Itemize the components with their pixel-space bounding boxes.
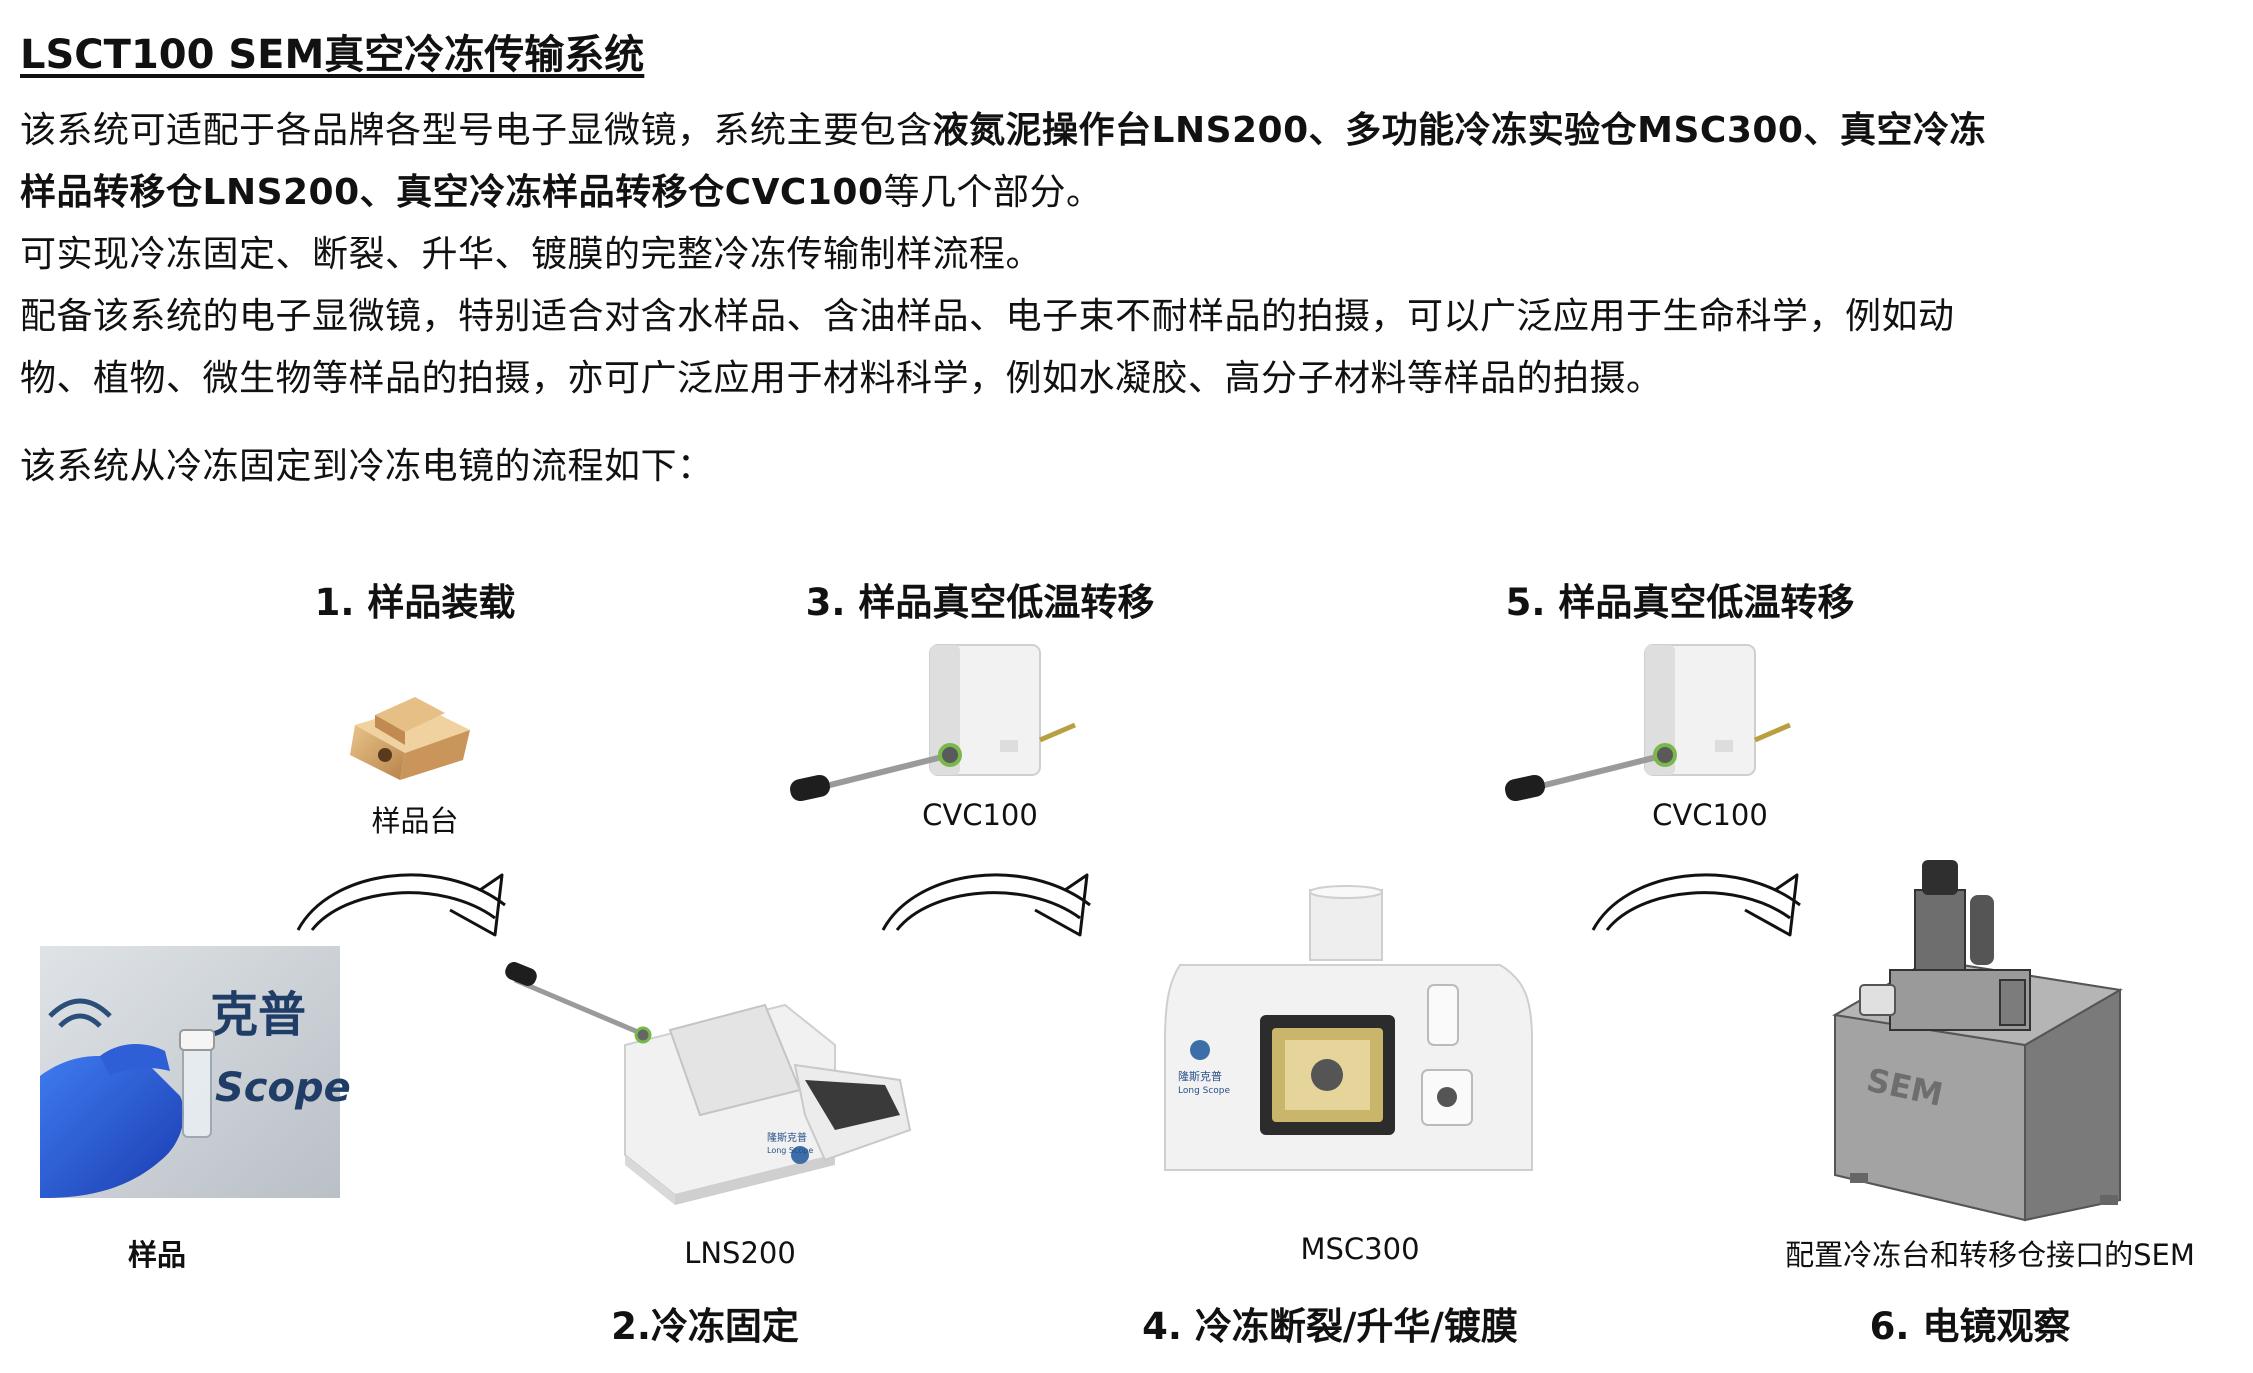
intro-line-4: 配备该系统的电子显微镜，特别适合对含水样品、含油样品、电子束不耐样品的拍摄，可以… <box>20 296 1955 337</box>
page-title: LSCT100 SEM真空冷冻传输系统 <box>20 32 645 78</box>
cvc100-device-a-image <box>790 644 1076 802</box>
sem-instrument-image: SEM <box>1832 860 2123 1222</box>
step-6-label: 6. 电镜观察 <box>1869 1305 2071 1348</box>
lns-brand-en: Long Scope <box>767 1146 813 1155</box>
caption-cvc100-b: CVC100 <box>1652 798 1768 832</box>
caption-sample-stage: 样品台 <box>371 804 459 838</box>
msc-brand-cn: 隆斯克普 <box>1178 1069 1222 1083</box>
logo-cn-text: 克普 <box>210 987 306 1043</box>
caption-lns200: LNS200 <box>684 1236 796 1270</box>
logo-en-text: Scope <box>215 1065 351 1111</box>
step-4-label: 4. 冷冻断裂/升华/镀膜 <box>1142 1305 1518 1348</box>
sample-stage-image <box>350 697 470 780</box>
step-3-label: 3. 样品真空低温转移 <box>805 581 1155 624</box>
flow-arrow-3-icon <box>1591 873 1801 937</box>
flow-arrow-2-icon <box>881 873 1091 937</box>
lns-brand-cn: 隆斯克普 <box>767 1131 807 1144</box>
caption-msc300: MSC300 <box>1300 1232 1420 1266</box>
sample-photo-image: 克普 Scope <box>40 946 351 1198</box>
caption-sample: 样品 <box>128 1238 187 1272</box>
msc-brand-en: Long Scope <box>1178 1086 1231 1096</box>
step-2-label: 2.冷冻固定 <box>611 1305 799 1348</box>
lns200-device-image: 隆斯克普 Long Scope <box>505 962 912 1205</box>
intro-line-6: 该系统从冷冻固定到冷冻电镜的流程如下： <box>20 446 714 487</box>
step-1-label: 1. 样品装载 <box>314 581 516 624</box>
caption-sem: 配置冷冻台和转移仓接口的SEM <box>1785 1238 2195 1272</box>
intro-line-5: 物、植物、微生物等样品的拍摄，亦可广泛应用于材料科学，例如水凝胶、高分子材料等样… <box>20 358 1663 399</box>
intro-line-2: 样品转移仓LNS200、真空冷冻样品转移仓CVC100等几个部分。 <box>20 172 1103 213</box>
step-5-label: 5. 样品真空低温转移 <box>1505 581 1855 624</box>
intro-line-3: 可实现冷冻固定、断裂、升华、镀膜的完整冷冻传输制样流程。 <box>20 234 1043 275</box>
flow-arrow-1-icon <box>296 873 506 937</box>
msc300-device-image: 隆斯克普 Long Scope <box>1164 885 1533 1171</box>
caption-cvc100-a: CVC100 <box>922 798 1038 832</box>
cvc100-device-b-image <box>1505 644 1791 802</box>
intro-line-1: 该系统可适配于各品牌各型号电子显微镜，系统主要包含液氮泥操作台LNS200、多功… <box>20 110 1986 151</box>
